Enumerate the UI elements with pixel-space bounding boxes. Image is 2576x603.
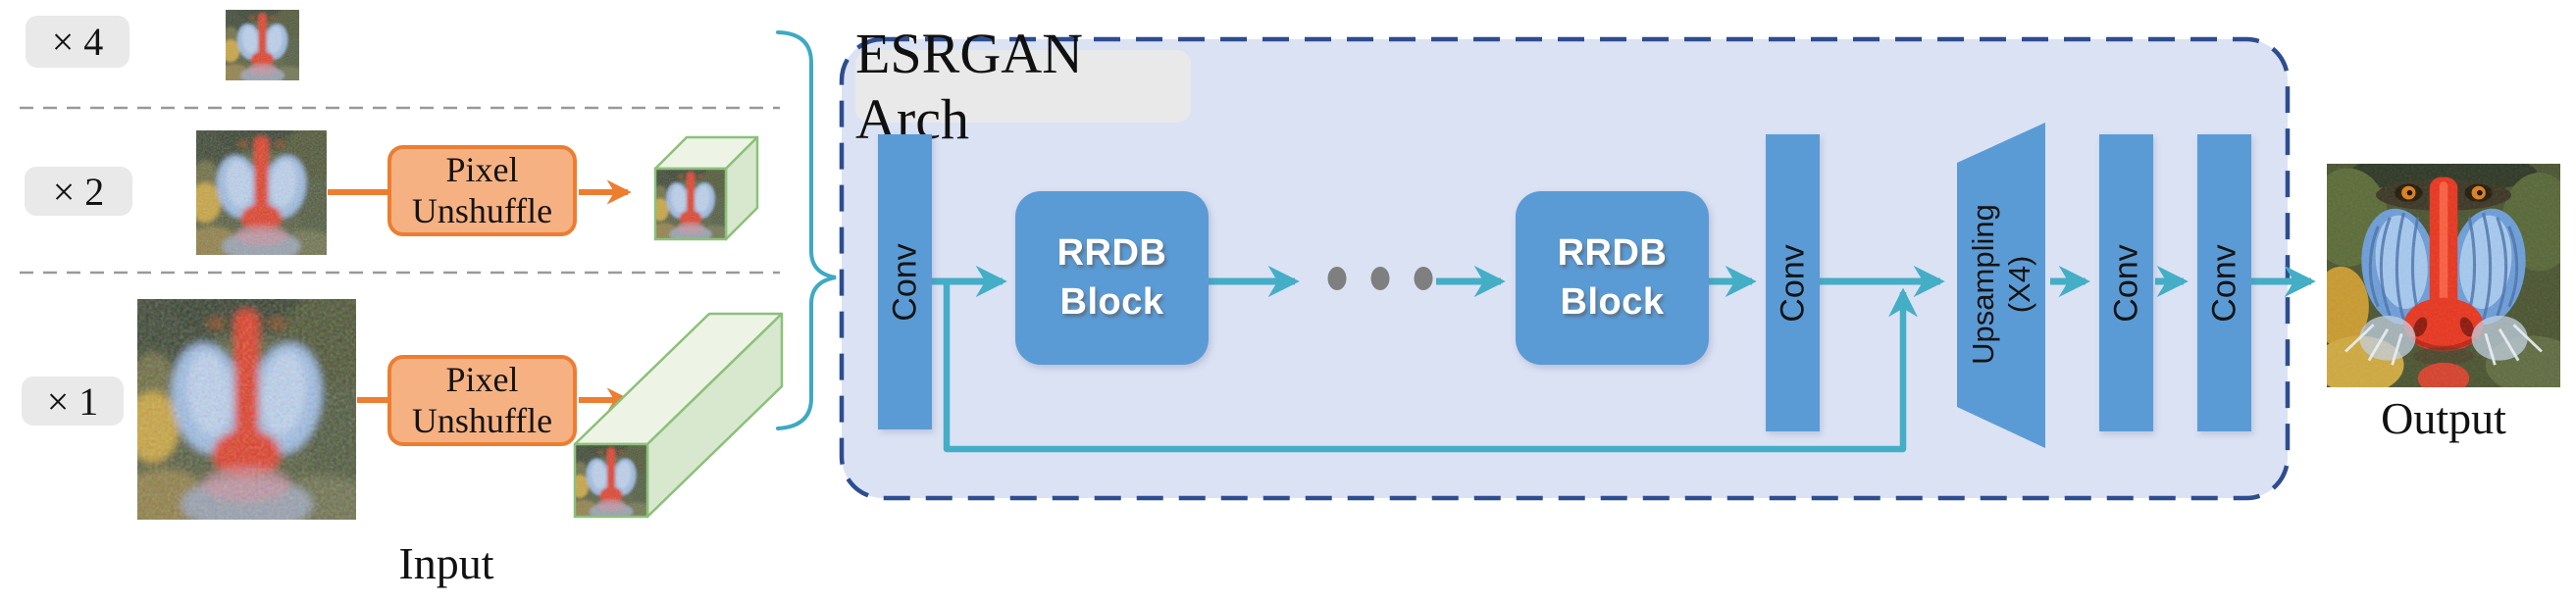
scale-label-x2: × 2 — [25, 167, 132, 216]
baboon-noisy-image — [196, 130, 327, 255]
ellipsis-dot — [1370, 267, 1390, 290]
pixel-unshuffle-box-x1: Pixel Unshuffle — [387, 355, 577, 446]
upsampling-label: Upsampling (X4) — [1965, 204, 2036, 365]
upsampling-trapezoid — [1957, 123, 2045, 448]
input-image-x1 — [137, 299, 356, 520]
conv-block-4: Conv — [2197, 134, 2251, 431]
cuboid-front-outline — [573, 442, 649, 519]
input-image-x2 — [196, 130, 327, 255]
baboon-noisy-image — [226, 10, 299, 80]
conv-block-3-label: Conv — [2107, 243, 2144, 323]
input-image-x4 — [226, 10, 299, 80]
scale-label-x1: × 1 — [22, 377, 124, 426]
rrdb-block-2: RRDB Block — [1516, 191, 1709, 365]
conv-block-2: Conv — [1766, 134, 1820, 431]
pixel-unshuffle-box-x2: Pixel Unshuffle — [387, 145, 577, 236]
rrdb-block-1: RRDB Block — [1015, 191, 1209, 365]
arch-title: ESRGAN Arch — [855, 22, 1191, 151]
upsampling-block: Upsampling (X4) — [1952, 116, 2050, 454]
input-caption: Input — [398, 538, 494, 588]
output-image — [2327, 164, 2560, 387]
output-caption: Output — [2381, 393, 2506, 443]
scale-label-x4: × 4 — [26, 16, 129, 68]
feature-cuboid-x1 — [566, 312, 784, 521]
conv-block-1: Conv — [878, 134, 932, 429]
upsampling-shape — [1957, 123, 2045, 448]
skip-connection — [943, 281, 1918, 453]
conv-block-2-label: Conv — [1774, 243, 1811, 323]
cuboid-front-image — [566, 439, 654, 521]
cube-front-image — [646, 164, 733, 243]
conv-block-1-label: Conv — [886, 242, 923, 322]
feature-cube-x2 — [646, 135, 759, 243]
ellipsis-dot — [1327, 267, 1347, 290]
inputs-brace — [776, 30, 837, 430]
conv-block-3: Conv — [2099, 134, 2153, 431]
baboon-noisy-image — [137, 299, 356, 520]
cube-front-outline — [653, 167, 728, 241]
conv-block-4-label: Conv — [2205, 243, 2242, 323]
baboon-clean-image — [2327, 164, 2560, 387]
ellipsis-dot — [1414, 267, 1433, 290]
